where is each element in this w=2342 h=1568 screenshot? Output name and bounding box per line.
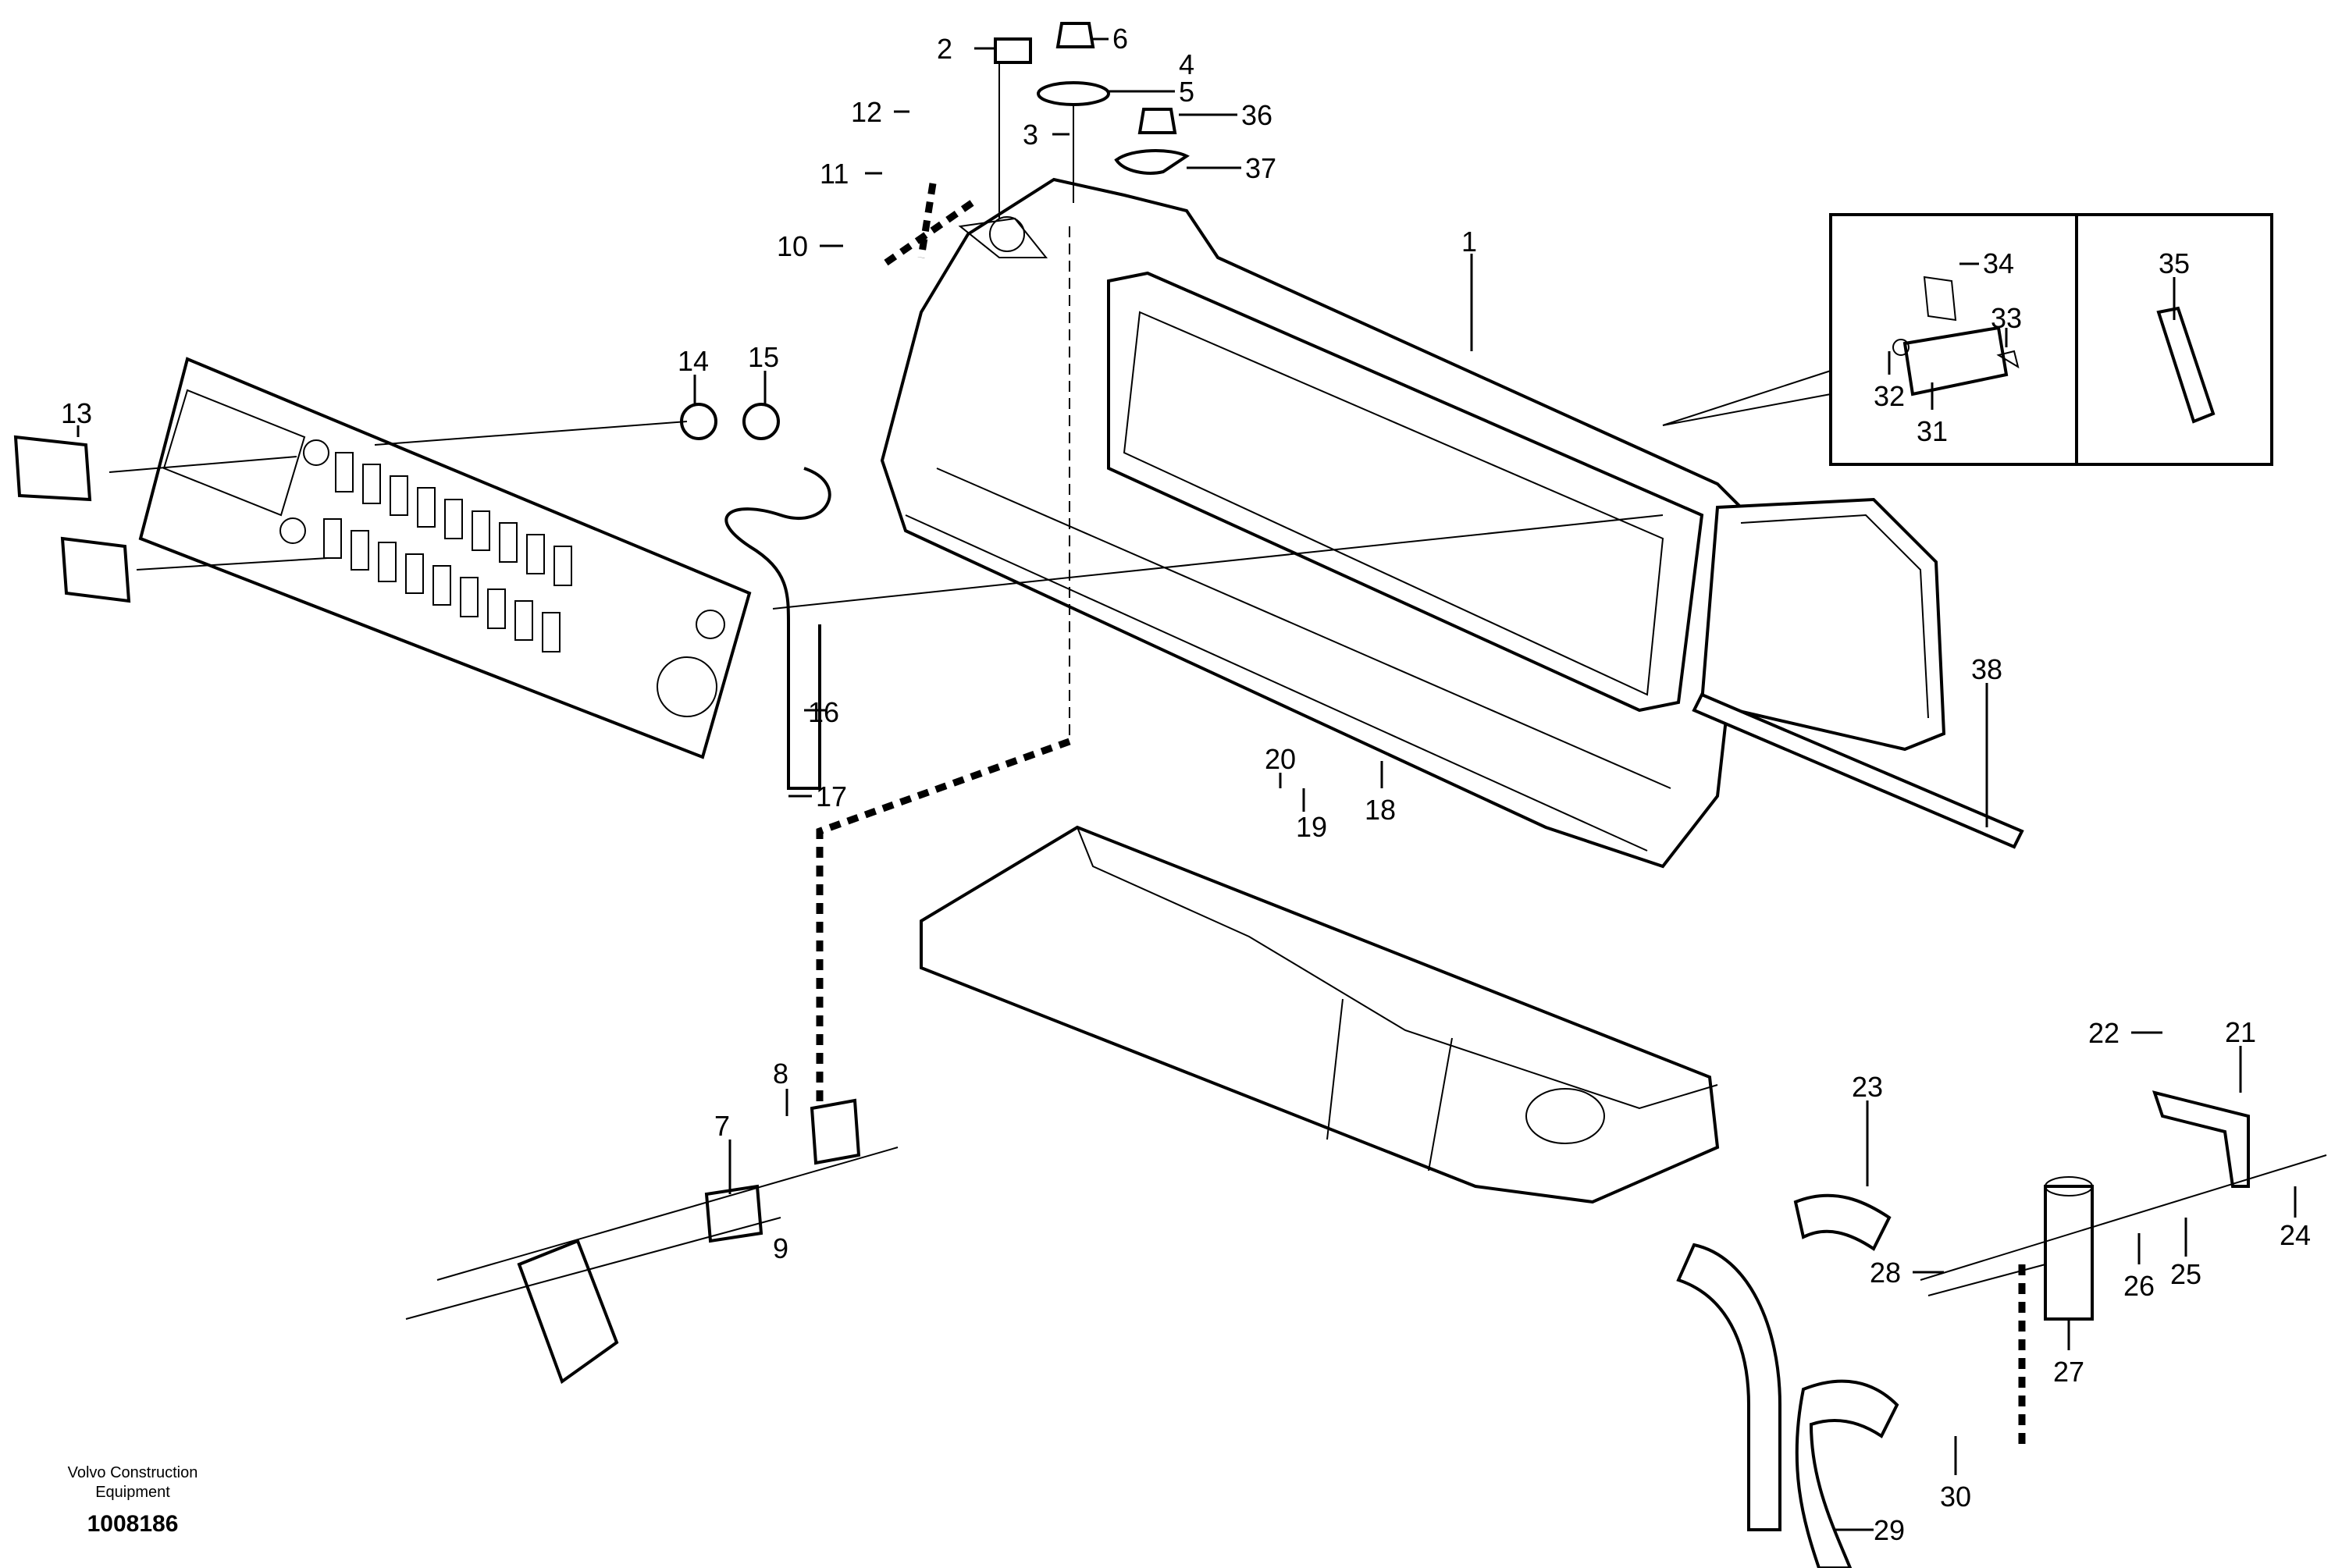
- callout-14: 14: [678, 345, 709, 377]
- callout-32: 32: [1874, 380, 1905, 412]
- relay-8: [810, 1098, 861, 1165]
- callout-2: 2: [937, 33, 952, 65]
- air-duct: [920, 825, 1720, 1204]
- callout-38: 38: [1971, 653, 2002, 685]
- callout-9: 9: [773, 1232, 788, 1264]
- switch-panel: [138, 357, 752, 759]
- callout-19: 19: [1296, 811, 1327, 843]
- callout-7: 7: [714, 1110, 730, 1142]
- inset-detail: [1662, 213, 2098, 466]
- valve-27: [2044, 1185, 2094, 1321]
- callout-6: 6: [1112, 23, 1128, 55]
- rocker-switch: [60, 536, 131, 603]
- callout-29: 29: [1874, 1514, 1905, 1546]
- callout-12: 12: [851, 96, 882, 128]
- caption: Volvo Construction Equipment 1008186: [68, 1464, 198, 1537]
- callout-36: 36: [1241, 99, 1272, 131]
- callout-21: 21: [2225, 1016, 2256, 1048]
- callout-16: 16: [808, 696, 839, 728]
- hose-29: [1795, 1379, 1899, 1568]
- caption-line-1: Volvo Construction: [68, 1464, 198, 1481]
- dashboard-housing: [880, 177, 1946, 869]
- callout-13: 13: [61, 397, 92, 429]
- plate-37: [1114, 149, 1190, 175]
- bracket-21: [2152, 1090, 2250, 1188]
- callout-33: 33: [1991, 302, 2022, 334]
- callout-8: 8: [773, 1058, 788, 1090]
- callout-22: 22: [2088, 1017, 2120, 1049]
- bracket-plate: [517, 1239, 619, 1385]
- callout-4: 4: [1179, 48, 1194, 80]
- callout-20: 20: [1265, 743, 1296, 775]
- trim-strip: [1692, 692, 2024, 849]
- lamp-holder: [742, 403, 780, 440]
- cable-tie: [2156, 306, 2216, 424]
- callout-26: 26: [2123, 1270, 2155, 1302]
- callout-1: 1: [1461, 226, 1477, 258]
- hose-23: [1793, 1193, 1892, 1251]
- drawing-number: 1008186: [87, 1511, 179, 1537]
- callout-25: 25: [2170, 1258, 2201, 1290]
- inset-cable-tie-box: [2075, 213, 2273, 466]
- callout-5: 5: [1179, 76, 1194, 108]
- callout-10: 10: [777, 230, 808, 262]
- callout-34: 34: [1983, 247, 2014, 279]
- callout-37: 37: [1245, 152, 1276, 184]
- callout-27: 27: [2053, 1356, 2084, 1388]
- callout-11: 11: [820, 158, 849, 190]
- callout-17: 17: [816, 780, 847, 812]
- warning-lamp: [13, 435, 92, 502]
- callout-23: 23: [1852, 1071, 1883, 1103]
- callout-35: 35: [2159, 247, 2190, 279]
- knob-36: [1137, 108, 1177, 134]
- caption-line-2: Equipment: [95, 1484, 170, 1501]
- callout-31: 31: [1917, 415, 1948, 447]
- callout-3: 3: [1023, 119, 1038, 151]
- callout-24: 24: [2280, 1219, 2311, 1251]
- dial-plate: [1037, 81, 1110, 106]
- knob: [1055, 22, 1095, 48]
- callout-30: 30: [1940, 1481, 1971, 1513]
- hose-elbow: [1676, 1243, 1781, 1531]
- callout-18: 18: [1365, 794, 1396, 826]
- callout-28: 28: [1870, 1257, 1901, 1289]
- hose: [724, 467, 831, 790]
- toggle-switch: [994, 37, 1032, 64]
- callout-15: 15: [748, 341, 779, 373]
- callout-labels: 1 2 3 4 5 6 7 8 9 10 11 12 13 14 15 16 1…: [61, 23, 2311, 1546]
